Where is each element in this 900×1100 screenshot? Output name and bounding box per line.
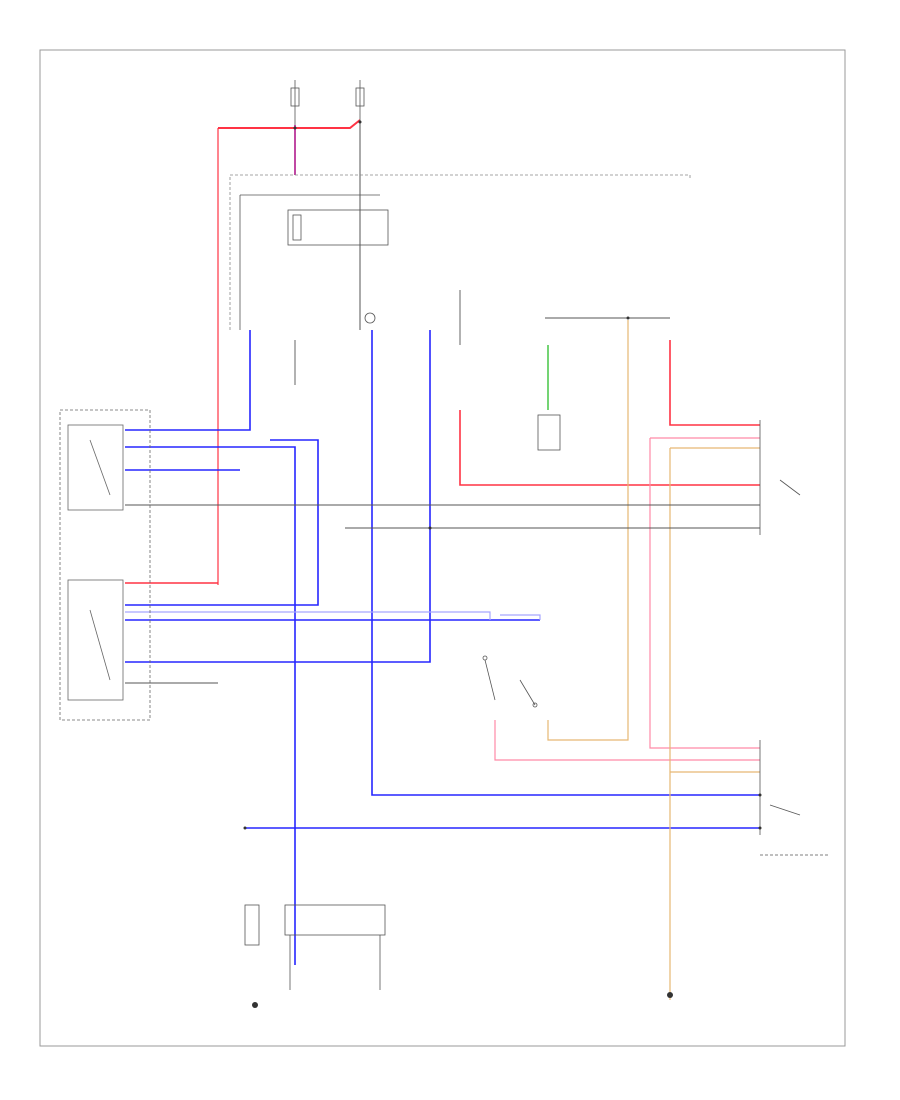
pink-wires-right [494, 437, 760, 761]
wire-red-top [218, 119, 361, 129]
top-right-fuse [355, 80, 365, 125]
blue-wires [125, 330, 760, 965]
center-switch-pair [482, 655, 538, 708]
right-connector-lower [759, 740, 830, 856]
left-relay-box [59, 409, 151, 721]
dashed-bus-top [229, 174, 691, 330]
indicator-lamp [364, 312, 376, 324]
bottom-ground [252, 1002, 258, 1008]
upper-relay [239, 194, 389, 330]
terminal-dots [243, 120, 762, 830]
tan-wires [547, 320, 760, 1000]
red-wires-right [125, 340, 760, 584]
bottom-relay [244, 904, 386, 990]
right-ground [667, 992, 673, 998]
diagram-frame [39, 49, 846, 1047]
light-blue-wires [125, 611, 541, 620]
black-wires [125, 290, 760, 684]
top-left-fuse [290, 80, 300, 125]
right-connector-upper [759, 420, 801, 535]
mid-connector-box [537, 414, 561, 451]
